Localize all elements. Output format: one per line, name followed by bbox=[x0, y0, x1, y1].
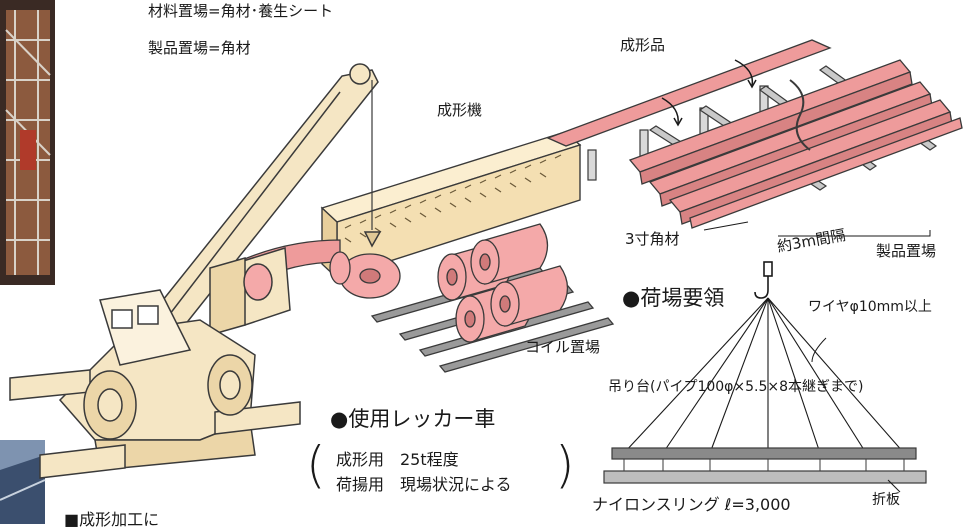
machine-coil bbox=[329, 251, 401, 299]
product-storage-label: 製品置場=角材 bbox=[148, 39, 251, 57]
right-paren: ) bbox=[555, 436, 575, 494]
bottom-heading: ■成形加工に bbox=[64, 510, 160, 529]
crane-lifting-spec: 荷揚用 現場状況による bbox=[336, 475, 512, 494]
left-photo-top bbox=[0, 0, 55, 285]
folded-plate-stack bbox=[603, 470, 927, 484]
frame-slings bbox=[623, 459, 905, 471]
wire-label: ワイヤφ10mm以上 bbox=[808, 299, 932, 315]
callout-lines bbox=[703, 221, 931, 493]
square-timber-label: 3寸角材 bbox=[625, 230, 680, 248]
left-paren: ( bbox=[306, 436, 326, 494]
coil-yard-label: コイル置場 bbox=[525, 338, 601, 356]
crane-truck-title: ●使用レッカー車 bbox=[330, 407, 496, 431]
forming-machine bbox=[320, 131, 582, 280]
coils bbox=[437, 223, 569, 343]
folded-plate-label: 折板 bbox=[872, 492, 900, 508]
product-yard-label: 製品置場 bbox=[876, 242, 937, 260]
crane-hook-icon bbox=[754, 261, 773, 299]
flow-arrows bbox=[661, 59, 757, 127]
loading-procedure-title: ●荷場要領 bbox=[622, 286, 725, 310]
product-conveyor bbox=[546, 39, 832, 147]
materials-storage-label: 材料置場=角材･養生シート bbox=[148, 2, 334, 20]
wire-leader bbox=[811, 337, 827, 363]
nylon-sling-label: ナイロンスリング ℓ=3,000 bbox=[592, 495, 791, 514]
formed-products bbox=[628, 59, 963, 229]
hanging-frame-label: 吊り台(パイプ100φ×5.5×8本継ぎまで) bbox=[608, 379, 864, 395]
sling-wires bbox=[623, 297, 905, 454]
break-mark bbox=[789, 79, 811, 151]
formed-product-label: 成形品 bbox=[620, 36, 666, 54]
forming-machine-label: 成形機 bbox=[437, 101, 483, 119]
left-photo-bottom bbox=[0, 440, 46, 524]
hanging-frame bbox=[611, 447, 917, 460]
crane-forming-spec: 成形用 25t程度 bbox=[336, 450, 459, 469]
crane bbox=[9, 63, 382, 479]
